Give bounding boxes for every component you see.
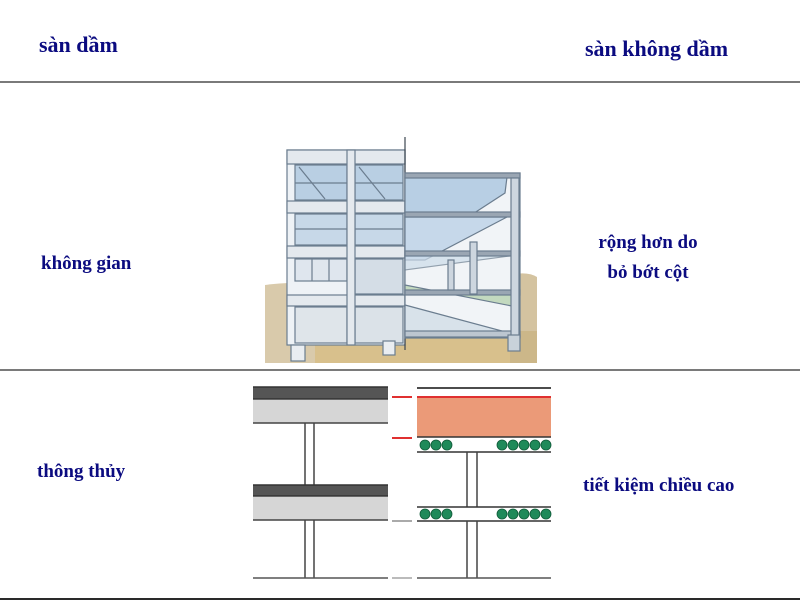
flat-slab-section: [417, 387, 552, 579]
row-1-advantage: rộng hơn do bỏ bớt cột: [578, 228, 718, 288]
row-1-criterion: không gian: [41, 253, 132, 274]
row-divider: [0, 369, 800, 371]
row-2-criterion: thông thủy: [37, 461, 126, 482]
row-1-advantage-line-2: bỏ bớt cột: [607, 262, 689, 283]
header-divider: [0, 81, 800, 83]
bottom-divider: [0, 598, 800, 600]
row-1-advantage-line-1: rộng hơn do: [598, 232, 698, 253]
header-right-title: sàn không dầm: [585, 36, 729, 61]
building-cutaway-icon: [265, 137, 537, 363]
row-2-advantage: tiết kiệm chiều cao: [583, 475, 735, 496]
header-left-title: sàn dầm: [39, 32, 118, 57]
beam-slab-section: [253, 386, 388, 579]
slab-section-diagram-icon: [253, 386, 552, 579]
